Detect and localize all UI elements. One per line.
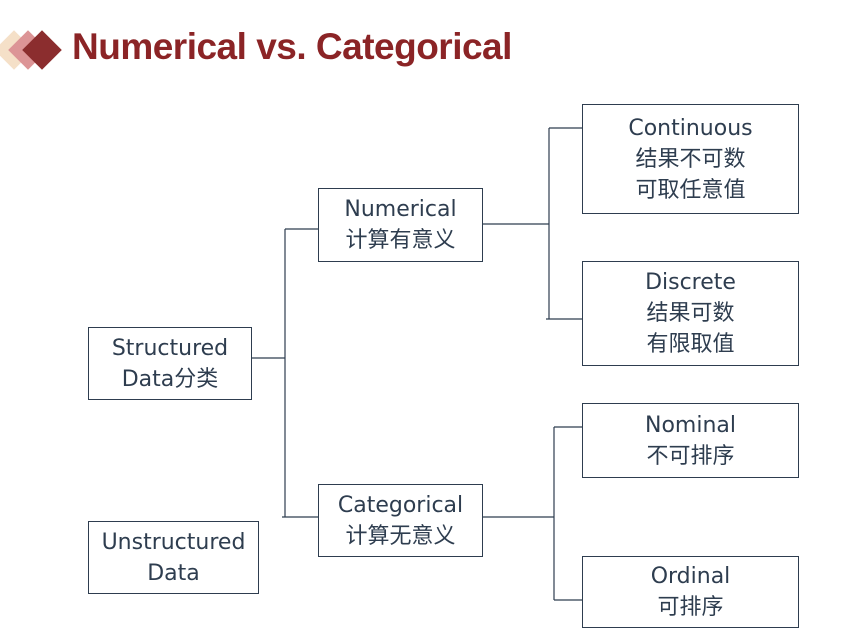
- node-label: Continuous: [628, 115, 753, 141]
- node-label: Categorical: [337, 492, 464, 518]
- node-label: Structured: [111, 335, 229, 361]
- node-label: 有限取值: [646, 332, 735, 357]
- node-label: 结果可数: [646, 301, 735, 326]
- node-categorical: Categorical 计算无意义: [318, 484, 483, 557]
- node-label: Discrete: [645, 270, 736, 295]
- node-label: Data分类: [121, 366, 219, 392]
- node-discrete: Discrete 结果可数 有限取值: [582, 261, 799, 366]
- node-label: Nominal: [645, 412, 736, 438]
- node-label: 不可排序: [646, 443, 735, 469]
- node-label: Data: [147, 560, 200, 586]
- node-continuous: Continuous 结果不可数 可取任意值: [582, 104, 799, 214]
- node-ordinal: Ordinal 可排序: [582, 556, 799, 628]
- node-label: 计算无意义: [345, 523, 456, 549]
- node-label: 结果不可数: [635, 146, 746, 172]
- node-unstructured-data: Unstructured Data: [88, 521, 259, 594]
- node-label: 可排序: [657, 595, 724, 620]
- node-numerical: Numerical 计算有意义: [318, 188, 483, 262]
- node-label: Ordinal: [650, 564, 731, 589]
- node-structured-data: Structured Data分类: [88, 327, 252, 400]
- page-title: Numerical vs. Categorical: [72, 26, 512, 67]
- node-label: Unstructured: [101, 529, 246, 555]
- node-nominal: Nominal 不可排序: [582, 403, 799, 478]
- node-label: 计算有意义: [345, 228, 456, 253]
- node-label: Numerical: [344, 197, 457, 222]
- node-label: 可取任意值: [635, 177, 746, 203]
